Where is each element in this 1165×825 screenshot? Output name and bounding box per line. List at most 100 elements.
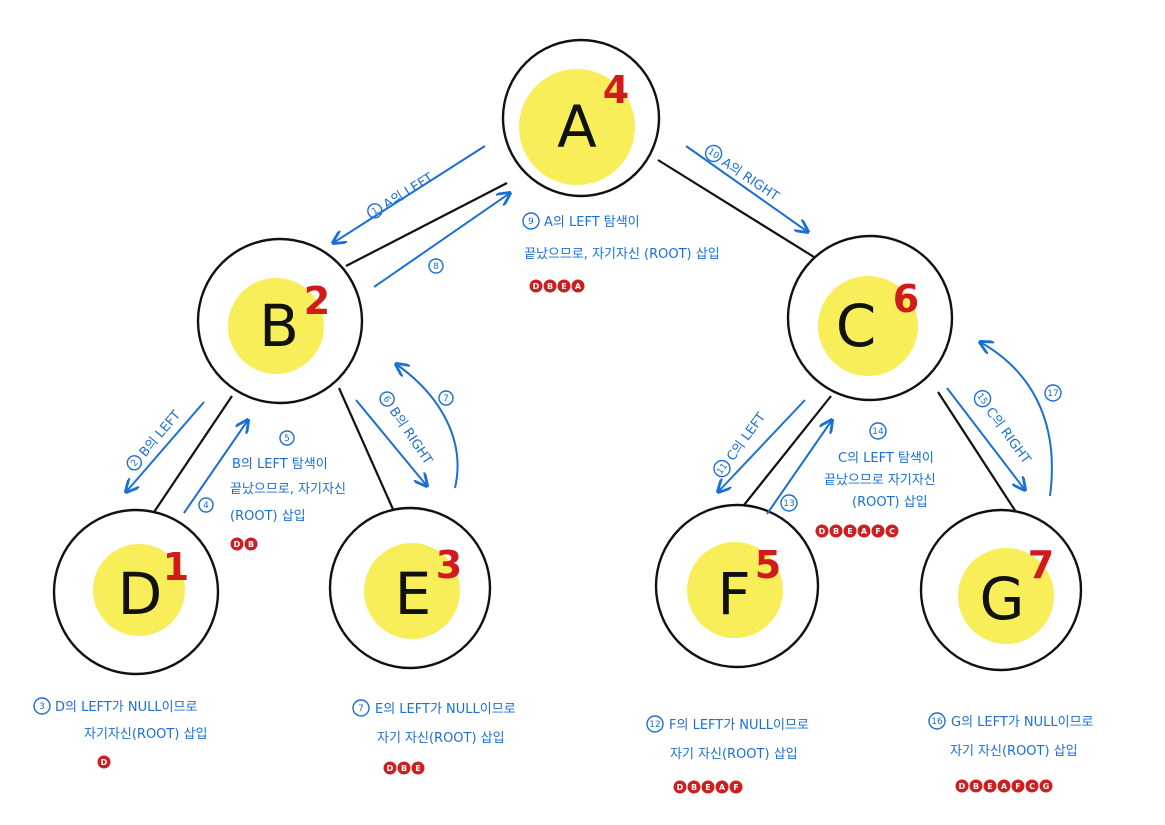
step-11-text: C의 LEFT <box>724 410 769 464</box>
result-badge <box>529 279 543 293</box>
step-17-number: 17 <box>1047 389 1058 399</box>
node-e-highlight <box>364 543 460 639</box>
result-badge-letter: F <box>733 783 738 792</box>
arrow-step-15 <box>946 387 1025 490</box>
arrow-step-8 <box>373 193 510 288</box>
step-4-number: 4 <box>203 501 209 511</box>
arrow-step-11 <box>718 399 806 492</box>
result-badge-letter: D <box>387 764 394 773</box>
arrow-step-1 <box>333 145 486 243</box>
step-12-line-1: F의 LEFT가 NULL이므로 <box>669 718 809 733</box>
result-badge <box>1025 779 1039 793</box>
result-badge <box>715 780 729 794</box>
step-14-line-3: (ROOT) 삽입 <box>852 495 928 510</box>
result-badge <box>885 524 899 538</box>
step-14-number: 14 <box>872 427 884 437</box>
result-badge <box>97 755 111 769</box>
result-badge-letter: B <box>691 783 697 792</box>
step-14-line-1: C의 LEFT 탐색이 <box>838 451 934 466</box>
node-g: G 7 <box>919 508 1083 672</box>
result-badge-letter: F <box>875 527 880 536</box>
result-badge-letter: G <box>1043 782 1050 791</box>
step-9-line-2: 끝났으므로, 자기자신 (ROOT) 삽입 <box>524 247 720 262</box>
node-d-order: 1 <box>163 545 189 589</box>
result-badge-letter: A <box>575 282 582 291</box>
result-badge-letter: E <box>705 783 710 792</box>
step-8-label: 8 <box>428 258 444 274</box>
step-4-label: 4 <box>198 497 214 513</box>
edge-c-g <box>937 391 1017 513</box>
step-5-number: 5 <box>284 434 290 444</box>
result-badge <box>411 761 425 775</box>
step-7-line-2: 자기 자신(ROOT) 삽입 <box>377 731 505 746</box>
result-badge-letter: D <box>533 282 540 291</box>
step-6-text: B의 RIGHT <box>386 405 435 468</box>
edge-b-d <box>147 395 233 522</box>
result-badge <box>701 780 715 794</box>
step-7-number: 7 <box>358 704 364 714</box>
arrow-step-4 <box>183 420 248 514</box>
node-f-letter: F <box>717 560 750 628</box>
result-badge-letter: D <box>819 527 826 536</box>
result-badge <box>857 524 871 538</box>
result-badge <box>230 537 244 551</box>
result-badge-letter: B <box>547 282 553 291</box>
step-9-line-1: A의 LEFT 탐색이 <box>544 215 640 230</box>
result-badge <box>843 524 857 538</box>
step-3-line-2: 자기자신(ROOT) 삽입 <box>84 727 207 742</box>
result-badge-letter: B <box>833 527 839 536</box>
step-7b-label: 7 <box>438 390 454 406</box>
node-f: F 5 <box>654 503 820 669</box>
arrow-step-6 <box>355 399 427 486</box>
step-7b-number: 7 <box>443 394 449 404</box>
arrow-step-13 <box>766 420 832 515</box>
step-1-text: A의 LEFT <box>381 170 436 212</box>
traversal-arrows <box>126 145 1053 515</box>
result-badge-letter: D <box>959 782 966 791</box>
node-a-order: 4 <box>603 68 629 112</box>
step-9-number: 9 <box>528 217 534 227</box>
result-badge-letter: B <box>248 540 254 549</box>
result-badge-letter: A <box>861 527 868 536</box>
result-badge <box>673 780 687 794</box>
result-badge <box>969 779 983 793</box>
node-e: E 3 <box>328 506 492 670</box>
node-e-order: 3 <box>436 543 462 587</box>
node-g-letter: G <box>980 565 1025 633</box>
result-badge <box>244 537 258 551</box>
node-d-letter: D <box>118 560 163 628</box>
node-b-letter: B <box>259 292 299 360</box>
result-badge-letter: E <box>561 282 566 291</box>
step-3-note: 3 D의 LEFT가 NULL이므로 자기자신(ROOT) 삽입 D <box>33 697 207 769</box>
result-badge-letter: C <box>1029 782 1035 791</box>
step-6-label: 6 B의 RIGHT <box>379 391 435 468</box>
result-badge-letter: A <box>1001 782 1008 791</box>
result-badge <box>383 761 397 775</box>
edge-c-f <box>735 395 832 516</box>
result-badge-letter: D <box>234 540 241 549</box>
node-d: D 1 <box>52 508 220 676</box>
step-3-number: 3 <box>39 702 45 712</box>
result-badge-letter: F <box>1015 782 1020 791</box>
node-f-highlight <box>687 542 783 638</box>
result-badge <box>871 524 885 538</box>
arrow-step-10 <box>685 145 808 232</box>
result-badge <box>571 279 585 293</box>
step-12-line-2: 자기 자신(ROOT) 삽입 <box>670 747 798 762</box>
node-d-highlight <box>93 544 185 636</box>
result-badge-letter: E <box>847 527 852 536</box>
step-16-line-1: G의 LEFT가 NULL이므로 <box>951 715 1094 730</box>
step-6-number: 6 <box>381 394 393 405</box>
result-badge <box>983 779 997 793</box>
